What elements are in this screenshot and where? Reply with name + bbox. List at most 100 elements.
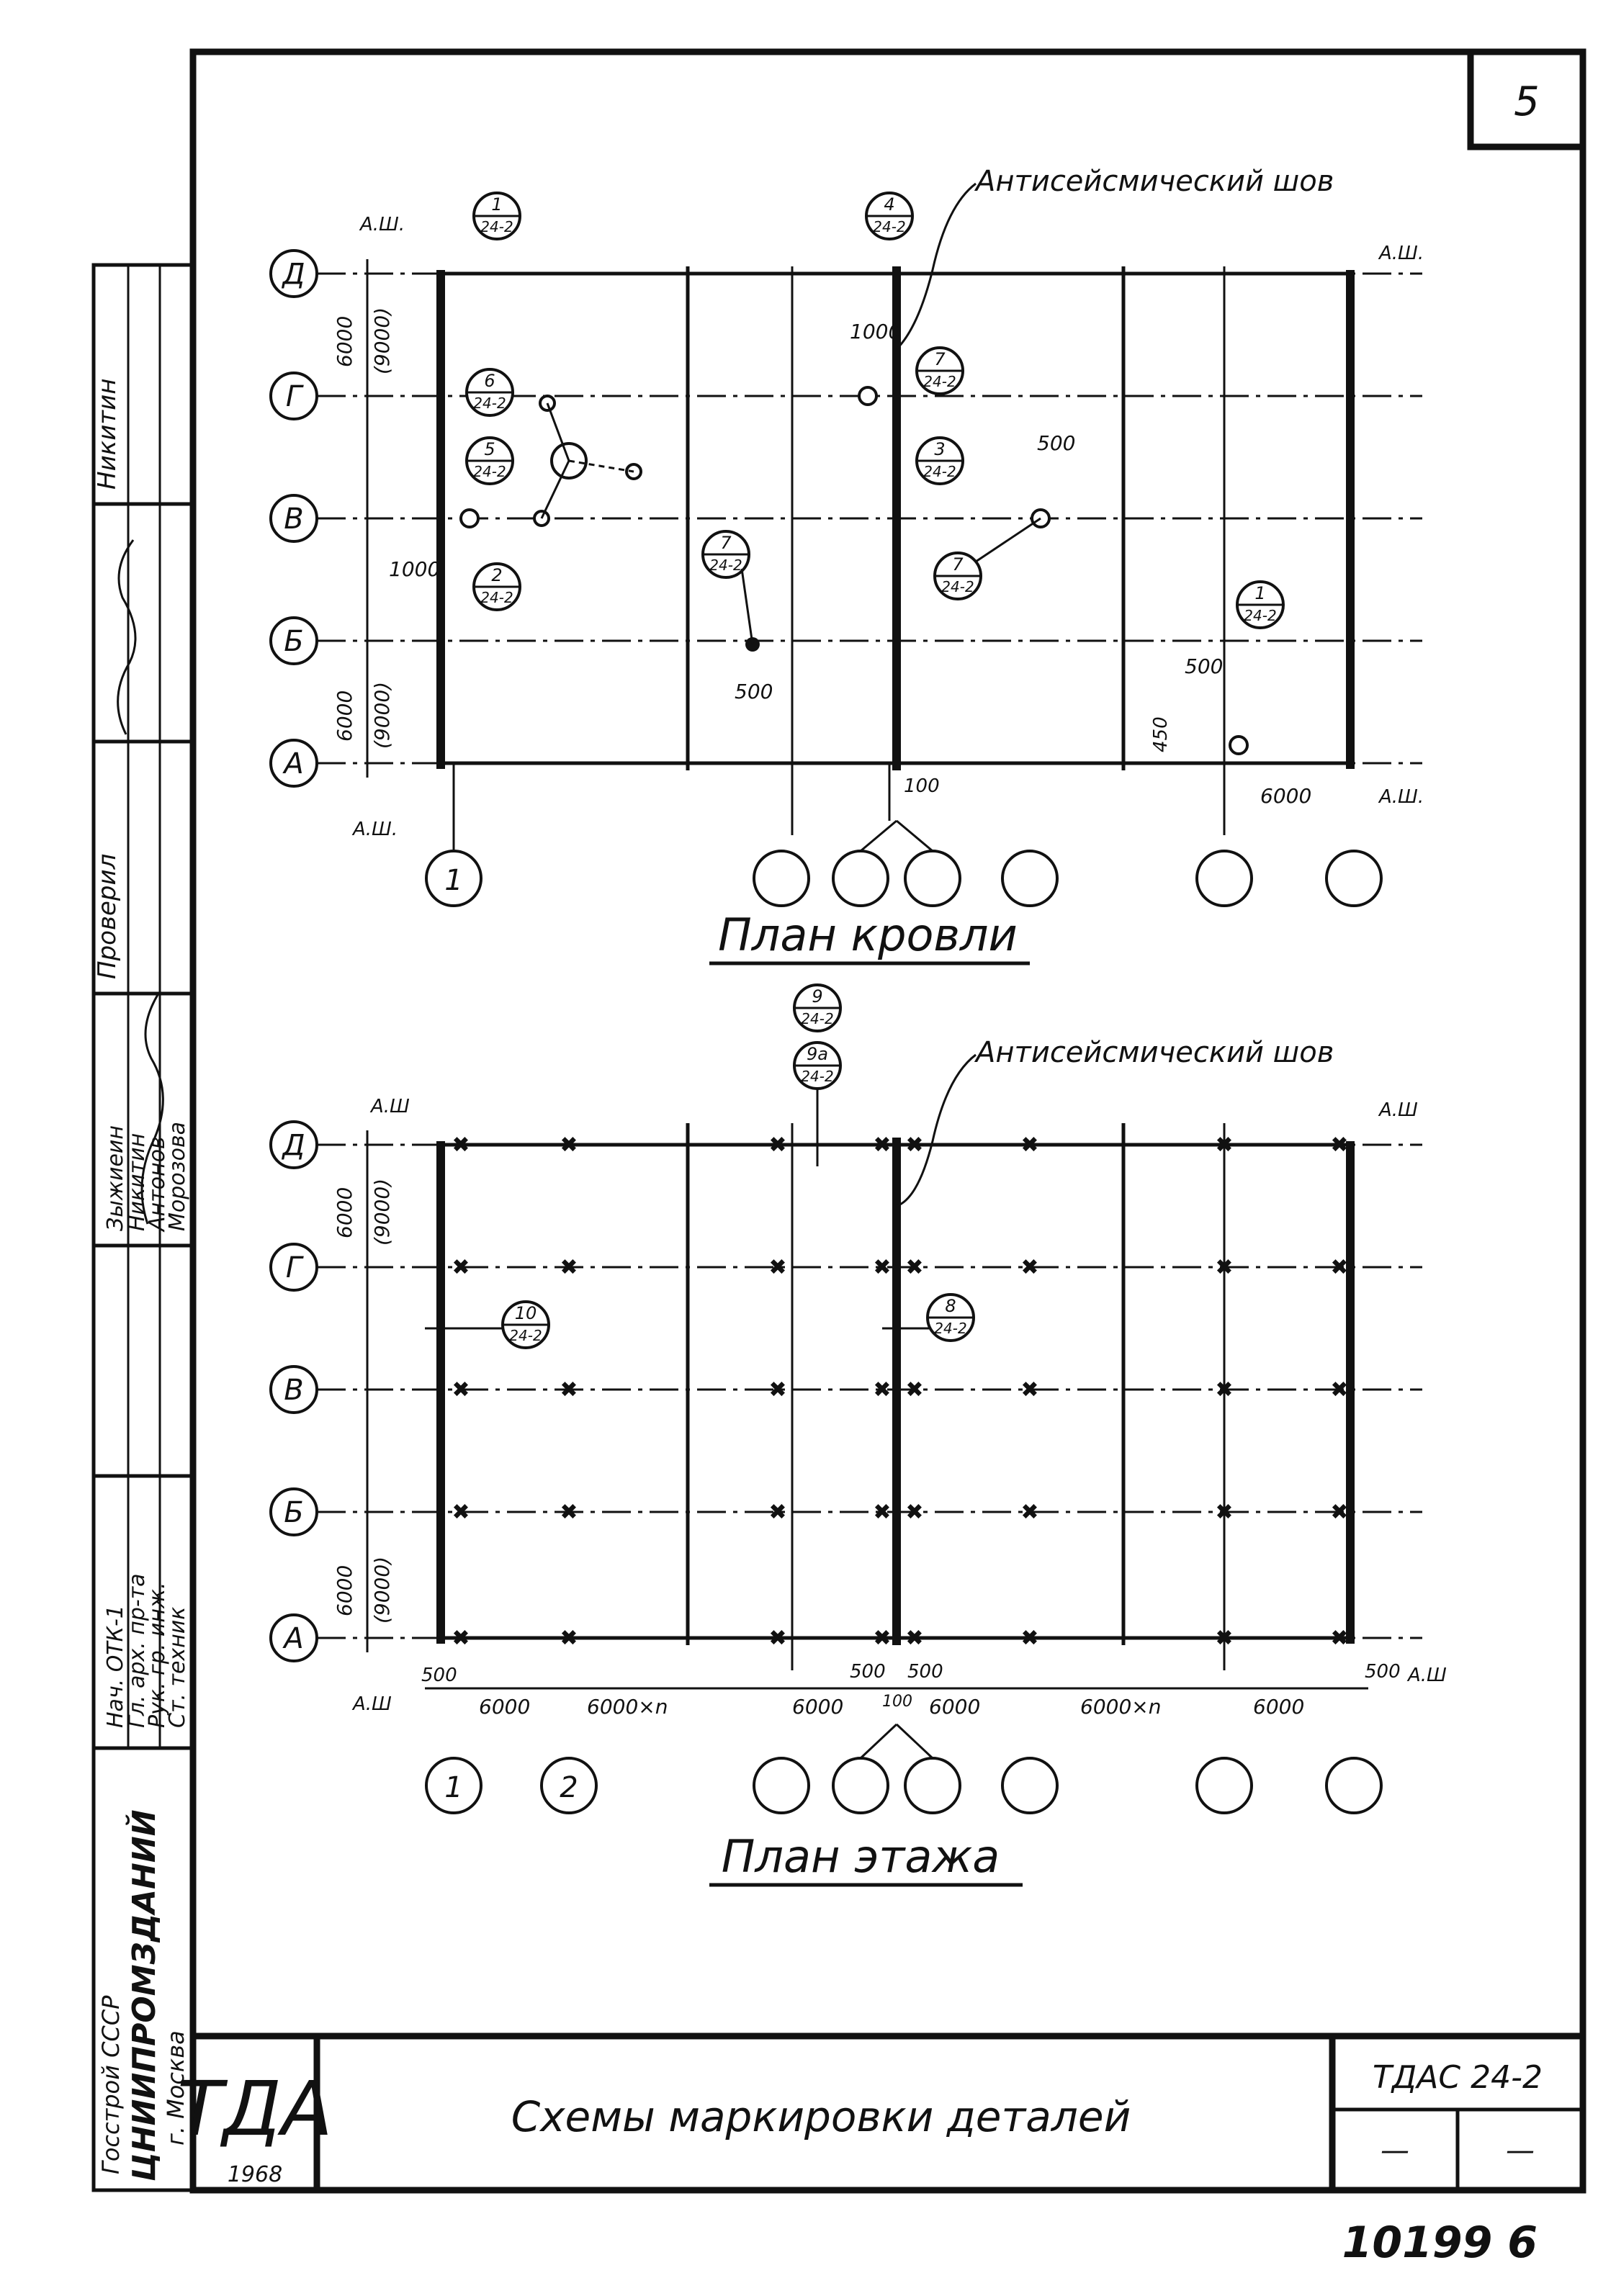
edge-label: А.Ш.: [1378, 243, 1424, 264]
svg-text:7: 7: [934, 349, 946, 369]
svg-text:9: 9: [812, 986, 822, 1007]
roof-mark: 7 24-2: [933, 552, 982, 600]
svg-text:24-2: 24-2: [801, 1010, 833, 1027]
dim: 1000: [850, 320, 901, 343]
title-block: ТДА 1968 Схемы маркировки деталей ТДАС 2…: [177, 2032, 1583, 2190]
svg-text:✖: ✖: [873, 1626, 891, 1651]
row-label: А: [282, 747, 303, 780]
floor-mark: 8 24-2: [926, 1293, 975, 1342]
axis-bubble: [1001, 1757, 1059, 1814]
svg-text:24-2: 24-2: [1244, 607, 1276, 624]
svg-text:✖: ✖: [768, 1255, 786, 1280]
seam-label: Антисейсмический шов: [974, 165, 1334, 198]
axis-bubble: [904, 1757, 961, 1814]
svg-text:✖: ✖: [1330, 1377, 1348, 1403]
roof-plan: Д Г В Б А 6000 (9000) 6000 (9000) 1: [269, 165, 1424, 965]
axis-bubble: [753, 850, 810, 907]
axis-bubble: [1325, 850, 1383, 907]
svg-text:24-2: 24-2: [923, 463, 956, 480]
axis-bubble: [269, 1613, 318, 1662]
roof-mark: 3 24-2: [915, 436, 964, 485]
axis-bubble: [1325, 1757, 1383, 1814]
svg-text:24-2: 24-2: [480, 589, 513, 606]
row-label: Г: [286, 380, 304, 413]
roof-row-dim: 6000: [333, 316, 356, 367]
column-markers: ✖✖✖✖✖✖✖✖ ✖✖✖✖✖✖✖✖ ✖✖✖✖✖✖✖✖ ✖✖✖✖✖✖✖✖ ✖✖✖✖…: [452, 1133, 1348, 1651]
floor-dim: 500: [907, 1661, 943, 1683]
svg-text:24-2: 24-2: [480, 218, 513, 235]
axis-bubble: [269, 616, 318, 665]
svg-text:✖: ✖: [1020, 1626, 1038, 1651]
org-line3: г. Москва: [162, 2030, 189, 2146]
svg-text:24-2: 24-2: [923, 373, 956, 390]
floor-row-axes: Д Г В Б А: [269, 1120, 1422, 1662]
svg-text:3: 3: [934, 439, 945, 459]
role-0: Нач. ОТК-1: [103, 1605, 128, 1728]
svg-text:✖: ✖: [873, 1377, 891, 1403]
svg-text:7: 7: [720, 533, 732, 553]
floor-dim: 500: [1365, 1661, 1401, 1683]
floor-mark: 10 24-2: [501, 1300, 550, 1349]
svg-text:✖: ✖: [1020, 1133, 1038, 1158]
tda-logo: ТДА: [177, 2065, 333, 2153]
svg-text:✖: ✖: [768, 1500, 786, 1525]
dim: 6000: [1260, 784, 1311, 808]
svg-text:✖: ✖: [452, 1133, 470, 1158]
signature-scribble: [140, 993, 164, 1225]
edge-label: А.Ш: [369, 1096, 410, 1117]
svg-text:✖: ✖: [768, 1133, 786, 1158]
roof-row-dim: (9000): [370, 682, 394, 749]
role-1: Гл. арх. пр-та: [125, 1573, 150, 1728]
svg-text:✖: ✖: [452, 1626, 470, 1651]
svg-text:✖: ✖: [1330, 1255, 1348, 1280]
floor-dim: 500: [421, 1665, 457, 1686]
edge-label: А.Ш.: [359, 214, 405, 235]
svg-text:24-2: 24-2: [709, 557, 742, 574]
floor-row-dim: (9000): [370, 1179, 394, 1246]
org-block: Госстрой СССР ЦНИИПРОМЗДАНИЙ г. Москва: [97, 1809, 189, 2182]
edge-label: А.Ш: [1378, 1099, 1418, 1121]
svg-text:24-2: 24-2: [934, 1320, 966, 1337]
svg-text:✖: ✖: [452, 1255, 470, 1280]
floor-plan: Д Г В Б А 6000 (9000) 6000 (9000) ✖✖✖✖✖✖…: [269, 983, 1447, 1887]
sheet-cell-1: —: [1381, 2134, 1409, 2167]
axis-bubble: [1001, 850, 1059, 907]
roof-plan-title: План кровли: [718, 909, 1018, 961]
row-label: Б: [284, 625, 303, 658]
dim: 500: [1185, 654, 1223, 678]
svg-text:✖: ✖: [1215, 1626, 1233, 1651]
floor-dim: 6000: [479, 1695, 530, 1719]
doc-code: ТДАС 24-2: [1373, 2059, 1543, 2096]
edge-label: А.Ш: [1406, 1665, 1447, 1686]
axis-bubble: [1195, 850, 1253, 907]
svg-text:10: 10: [515, 1303, 537, 1323]
axis-bubble: [540, 1757, 598, 1814]
svg-text:✖: ✖: [1020, 1377, 1038, 1403]
floor-plan-title: План этажа: [722, 1830, 1000, 1883]
svg-text:24-2: 24-2: [473, 463, 506, 480]
svg-text:1: 1: [1254, 583, 1265, 603]
svg-text:24-2: 24-2: [801, 1068, 833, 1085]
year: 1968: [228, 2162, 282, 2187]
floor-row-dim: 6000: [333, 1187, 356, 1238]
col-label: 1: [444, 864, 462, 897]
axis-bubble: [269, 372, 318, 420]
axis-bubble: [269, 1487, 318, 1536]
org-line1: Госстрой СССР: [97, 1995, 125, 2174]
svg-text:✖: ✖: [873, 1133, 891, 1158]
svg-text:4: 4: [884, 194, 894, 215]
role-2: Рук. гр. инж.: [145, 1582, 170, 1728]
row-label: Б: [284, 1496, 303, 1529]
floor-dim: 100: [882, 1693, 912, 1711]
floor-dim: 6000: [792, 1695, 843, 1719]
svg-text:7: 7: [952, 554, 964, 575]
dim: 100: [904, 775, 940, 797]
svg-text:✖: ✖: [560, 1133, 578, 1158]
svg-text:✖: ✖: [1330, 1626, 1348, 1651]
signature-scribble: [117, 539, 137, 735]
svg-text:✖: ✖: [905, 1626, 923, 1651]
svg-text:✖: ✖: [1020, 1255, 1038, 1280]
svg-text:✖: ✖: [1020, 1500, 1038, 1525]
dim: 500: [735, 680, 773, 703]
svg-text:2: 2: [491, 565, 502, 585]
